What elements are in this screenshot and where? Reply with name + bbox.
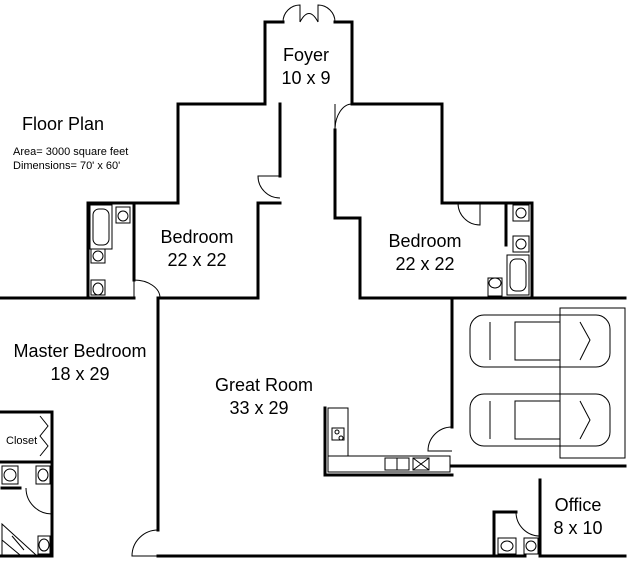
plan-dimensions: Dimensions= 70' x 60' [13, 160, 120, 172]
door-swing-icon [334, 103, 481, 226]
bathroom-fixtures-icon [497, 537, 539, 555]
foyer-walls [263, 20, 354, 106]
car-icon [469, 314, 611, 368]
great-room-size: 33 x 29 [229, 398, 288, 418]
right-bedroom-size: 22 x 22 [395, 254, 454, 274]
master-bedroom-walls [0, 296, 160, 558]
closet-label: Closet [6, 435, 37, 447]
office-size: 8 x 10 [553, 518, 602, 538]
office-label: Office [555, 495, 602, 515]
bathroom-fixtures-icon [487, 204, 530, 297]
left-bedroom-walls [86, 102, 282, 300]
car-icon [469, 393, 611, 447]
closet-door-icon [39, 415, 49, 457]
double-door-icon [282, 4, 336, 23]
left-bedroom-size: 22 x 22 [167, 250, 226, 270]
foyer-label: Foyer [283, 45, 329, 65]
bathroom-fixtures-icon [1, 465, 51, 556]
door-swing-icon [427, 426, 453, 452]
plan-title: Floor Plan [22, 114, 104, 134]
garage-walls [559, 307, 626, 459]
great-room-label: Great Room [215, 375, 313, 395]
master-bedroom-size: 18 x 29 [50, 364, 109, 384]
door-swing-icon [25, 487, 159, 557]
left-bedroom-label: Bedroom [160, 227, 233, 247]
foyer-size: 10 x 9 [281, 68, 330, 88]
bathroom-fixtures-icon [89, 204, 131, 296]
door-swing-icon [133, 175, 281, 299]
kitchen-counter-icon [327, 407, 451, 473]
master-bedroom-label: Master Bedroom [13, 341, 146, 361]
great-room-walls [156, 296, 627, 558]
plan-area: Area= 3000 square feet [13, 146, 128, 158]
door-swing-icon [515, 511, 541, 537]
right-bedroom-label: Bedroom [388, 231, 461, 251]
